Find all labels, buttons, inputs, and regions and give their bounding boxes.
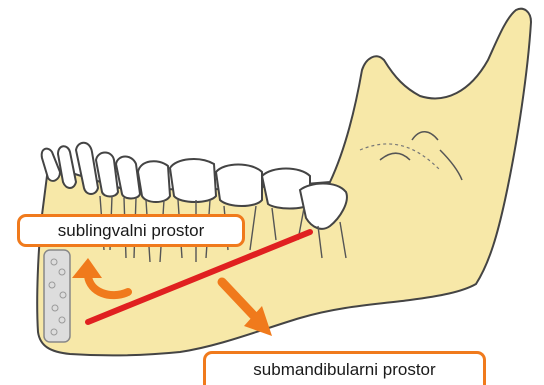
tooth-molar-2 [170,159,216,202]
tooth-molar-3 [216,165,262,207]
tooth-molar-1 [138,161,170,202]
sublingual-space-label: sublingvalni prostor [17,214,245,247]
submandibular-space-label: submandibularni prostor [203,351,486,385]
